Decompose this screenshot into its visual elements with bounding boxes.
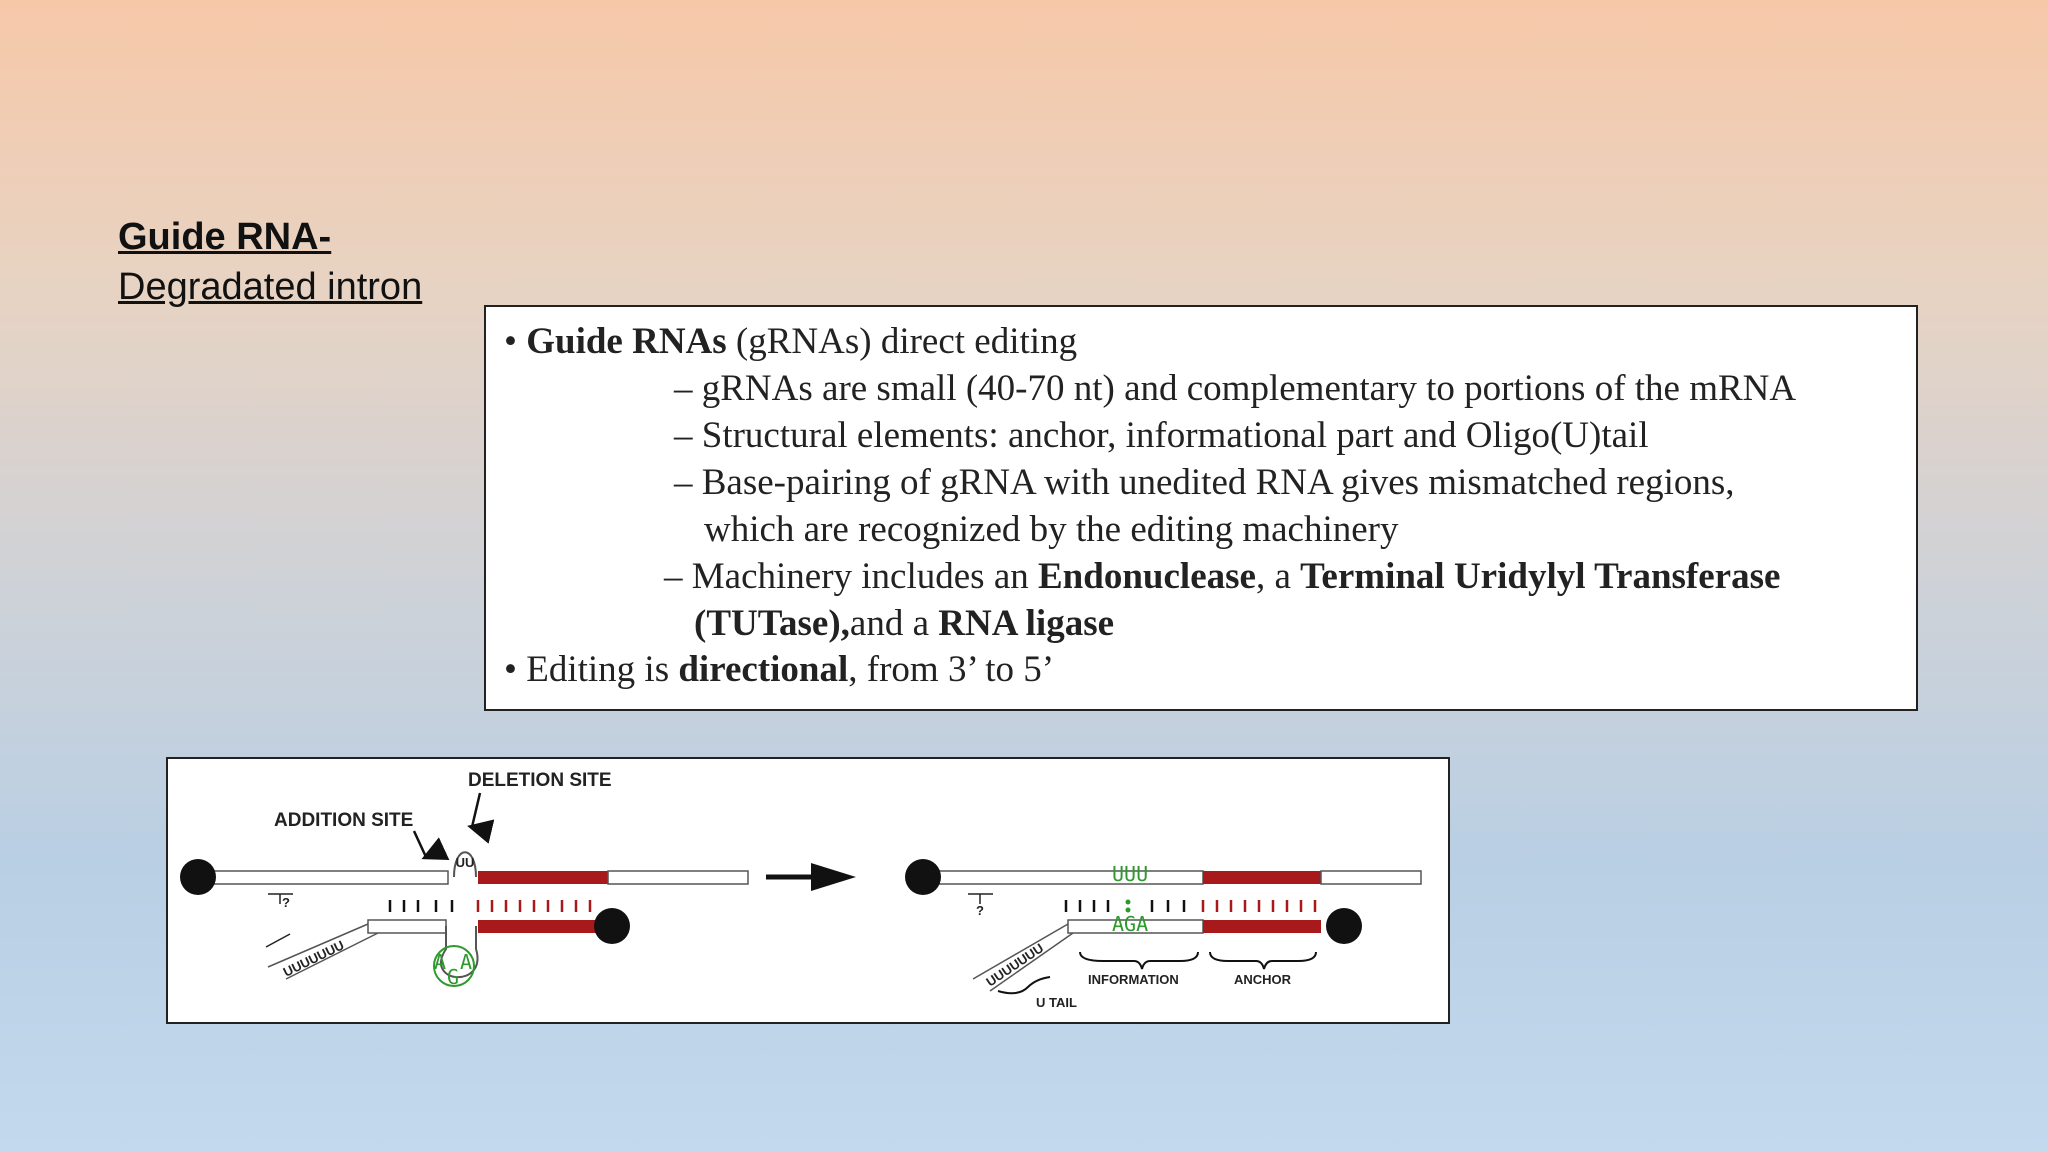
u-tail-label: U TAIL (1036, 995, 1077, 1010)
uu-label: UU (456, 855, 475, 870)
edited-utail-line-top (972, 923, 1069, 980)
slide-subtitle: Degradated intron (118, 266, 423, 308)
deletion-site-arrow (467, 792, 495, 844)
mrna-strand-left (197, 870, 449, 885)
grna-end-circle (594, 908, 630, 944)
edited-grna-red-segment (1203, 920, 1321, 933)
base-pair-ticks-red (476, 900, 592, 912)
uuu-inserted: UUU (1112, 862, 1148, 886)
edited-mrna-cap-circle (905, 859, 941, 895)
rna-editing-figure: UU A A G (166, 757, 1450, 1024)
utail-seq-left: UUUUUUU (281, 937, 347, 979)
loop-a1: A (434, 950, 446, 974)
mrna-strand-right (607, 870, 749, 885)
grna-strand-left (367, 919, 447, 934)
mrna-red-segment (478, 871, 608, 884)
addition-site-arrow (412, 830, 450, 860)
aga-paired: AGA (1112, 912, 1148, 936)
subbullet-size: – gRNAs are small (40-70 nt) and complem… (674, 368, 1797, 409)
subbullet-structure: – Structural elements: anchor, informati… (674, 415, 1649, 456)
utail-line-top (267, 923, 369, 968)
unknown-marker-left (265, 893, 293, 948)
left-panel: UU A A G (180, 770, 749, 989)
guide-rna-textbox: • Guide RNAs (gRNAs) direct editing – gR… (484, 305, 1918, 711)
edited-mrna-strand-right (1320, 870, 1422, 885)
addition-site-label: ADDITION SITE (274, 810, 413, 831)
aga-loop-circle (433, 945, 475, 987)
question-mark-left: ? (282, 895, 290, 910)
subbullet-basepairing: – Base-pairing of gRNA with unedited RNA… (674, 462, 1735, 503)
loop-g: G (447, 965, 459, 989)
loop-a2: A (460, 950, 472, 974)
subbullet-basepairing-cont: which are recognized by the editing mach… (704, 509, 1399, 550)
right-panel: UUU AGA UUUUUUU (905, 859, 1422, 1010)
deletion-site-label: DELETION SITE (468, 770, 612, 791)
bullet-directional: • Editing is directional, from 3’ to 5’ (504, 649, 1055, 690)
subbullet-machinery-cont: (TUTase),and a RNA ligase (694, 603, 1115, 644)
mrna-cap-circle (180, 859, 216, 895)
question-mark-right: ? (976, 903, 984, 918)
bullet-guide-rnas: • Guide RNAs (gRNAs) direct editing (504, 321, 1078, 362)
utail-seq-right: UUUUUUU (983, 940, 1046, 989)
title-block: Guide RNA- Degradated intron (118, 212, 422, 312)
subbullet-machinery: – Machinery includes an Endonuclease, a … (664, 556, 1781, 597)
rna-editing-diagram: UU A A G (180, 770, 1422, 1010)
slide-title: Guide RNA- (118, 216, 332, 258)
information-label: INFORMATION (1088, 972, 1179, 987)
anchor-brace (1209, 951, 1317, 970)
edited-grna-end-circle (1326, 908, 1362, 944)
unknown-marker-right (968, 893, 993, 904)
edited-base-pair-ticks-red (1201, 900, 1317, 912)
edited-base-pair-ticks-black (1064, 900, 1186, 912)
transition-arrow (766, 863, 856, 891)
utail-brace (997, 976, 1051, 995)
edited-utail-line-bottom (989, 932, 1074, 992)
anchor-label: ANCHOR (1234, 972, 1292, 987)
grna-red-segment (478, 920, 608, 933)
aga-loop (440, 926, 479, 979)
edited-mrna-red-segment (1203, 871, 1321, 884)
edited-green-dots (1125, 899, 1131, 913)
base-pair-ticks-black (388, 900, 454, 912)
edited-mrna-strand-left (922, 870, 1204, 885)
information-brace (1079, 951, 1199, 970)
uu-bulge (453, 851, 477, 878)
utail-line-bottom (285, 932, 379, 980)
